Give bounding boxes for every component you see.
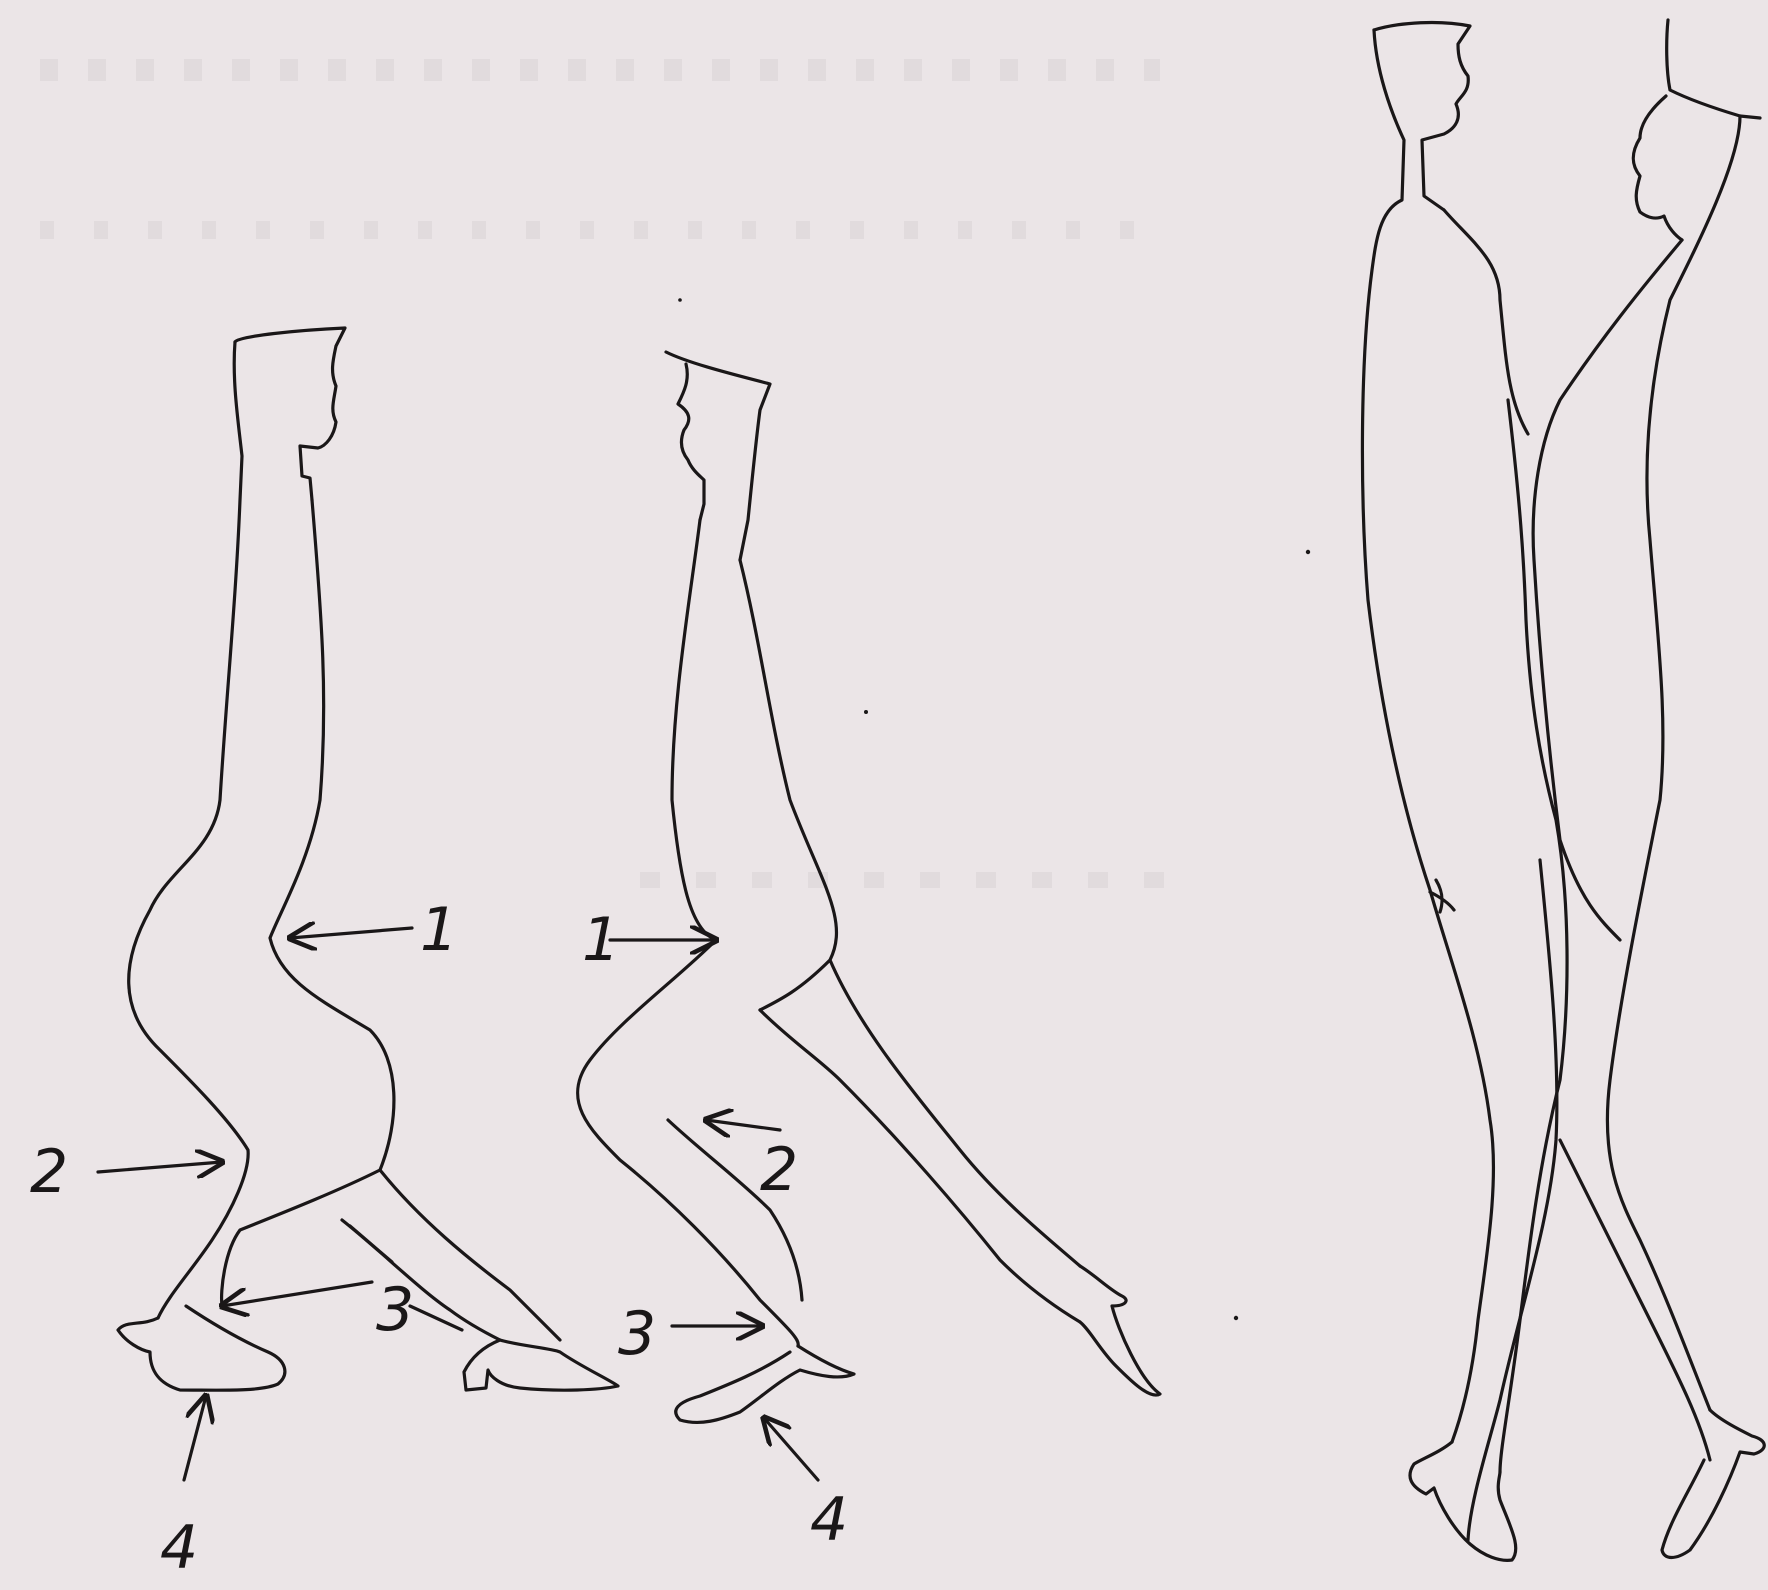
callout-left-1: 1 [420, 895, 458, 965]
callout-left-2: 2 [30, 1137, 68, 1207]
callout-middle-4: 4 [810, 1485, 848, 1555]
callout-middle-1: 1 [582, 905, 620, 975]
callout-middle-2: 2 [760, 1135, 798, 1205]
callout-middle-3: 3 [618, 1299, 656, 1369]
callout-left-3: 3 [376, 1275, 414, 1345]
callout-left-4: 4 [160, 1513, 198, 1583]
